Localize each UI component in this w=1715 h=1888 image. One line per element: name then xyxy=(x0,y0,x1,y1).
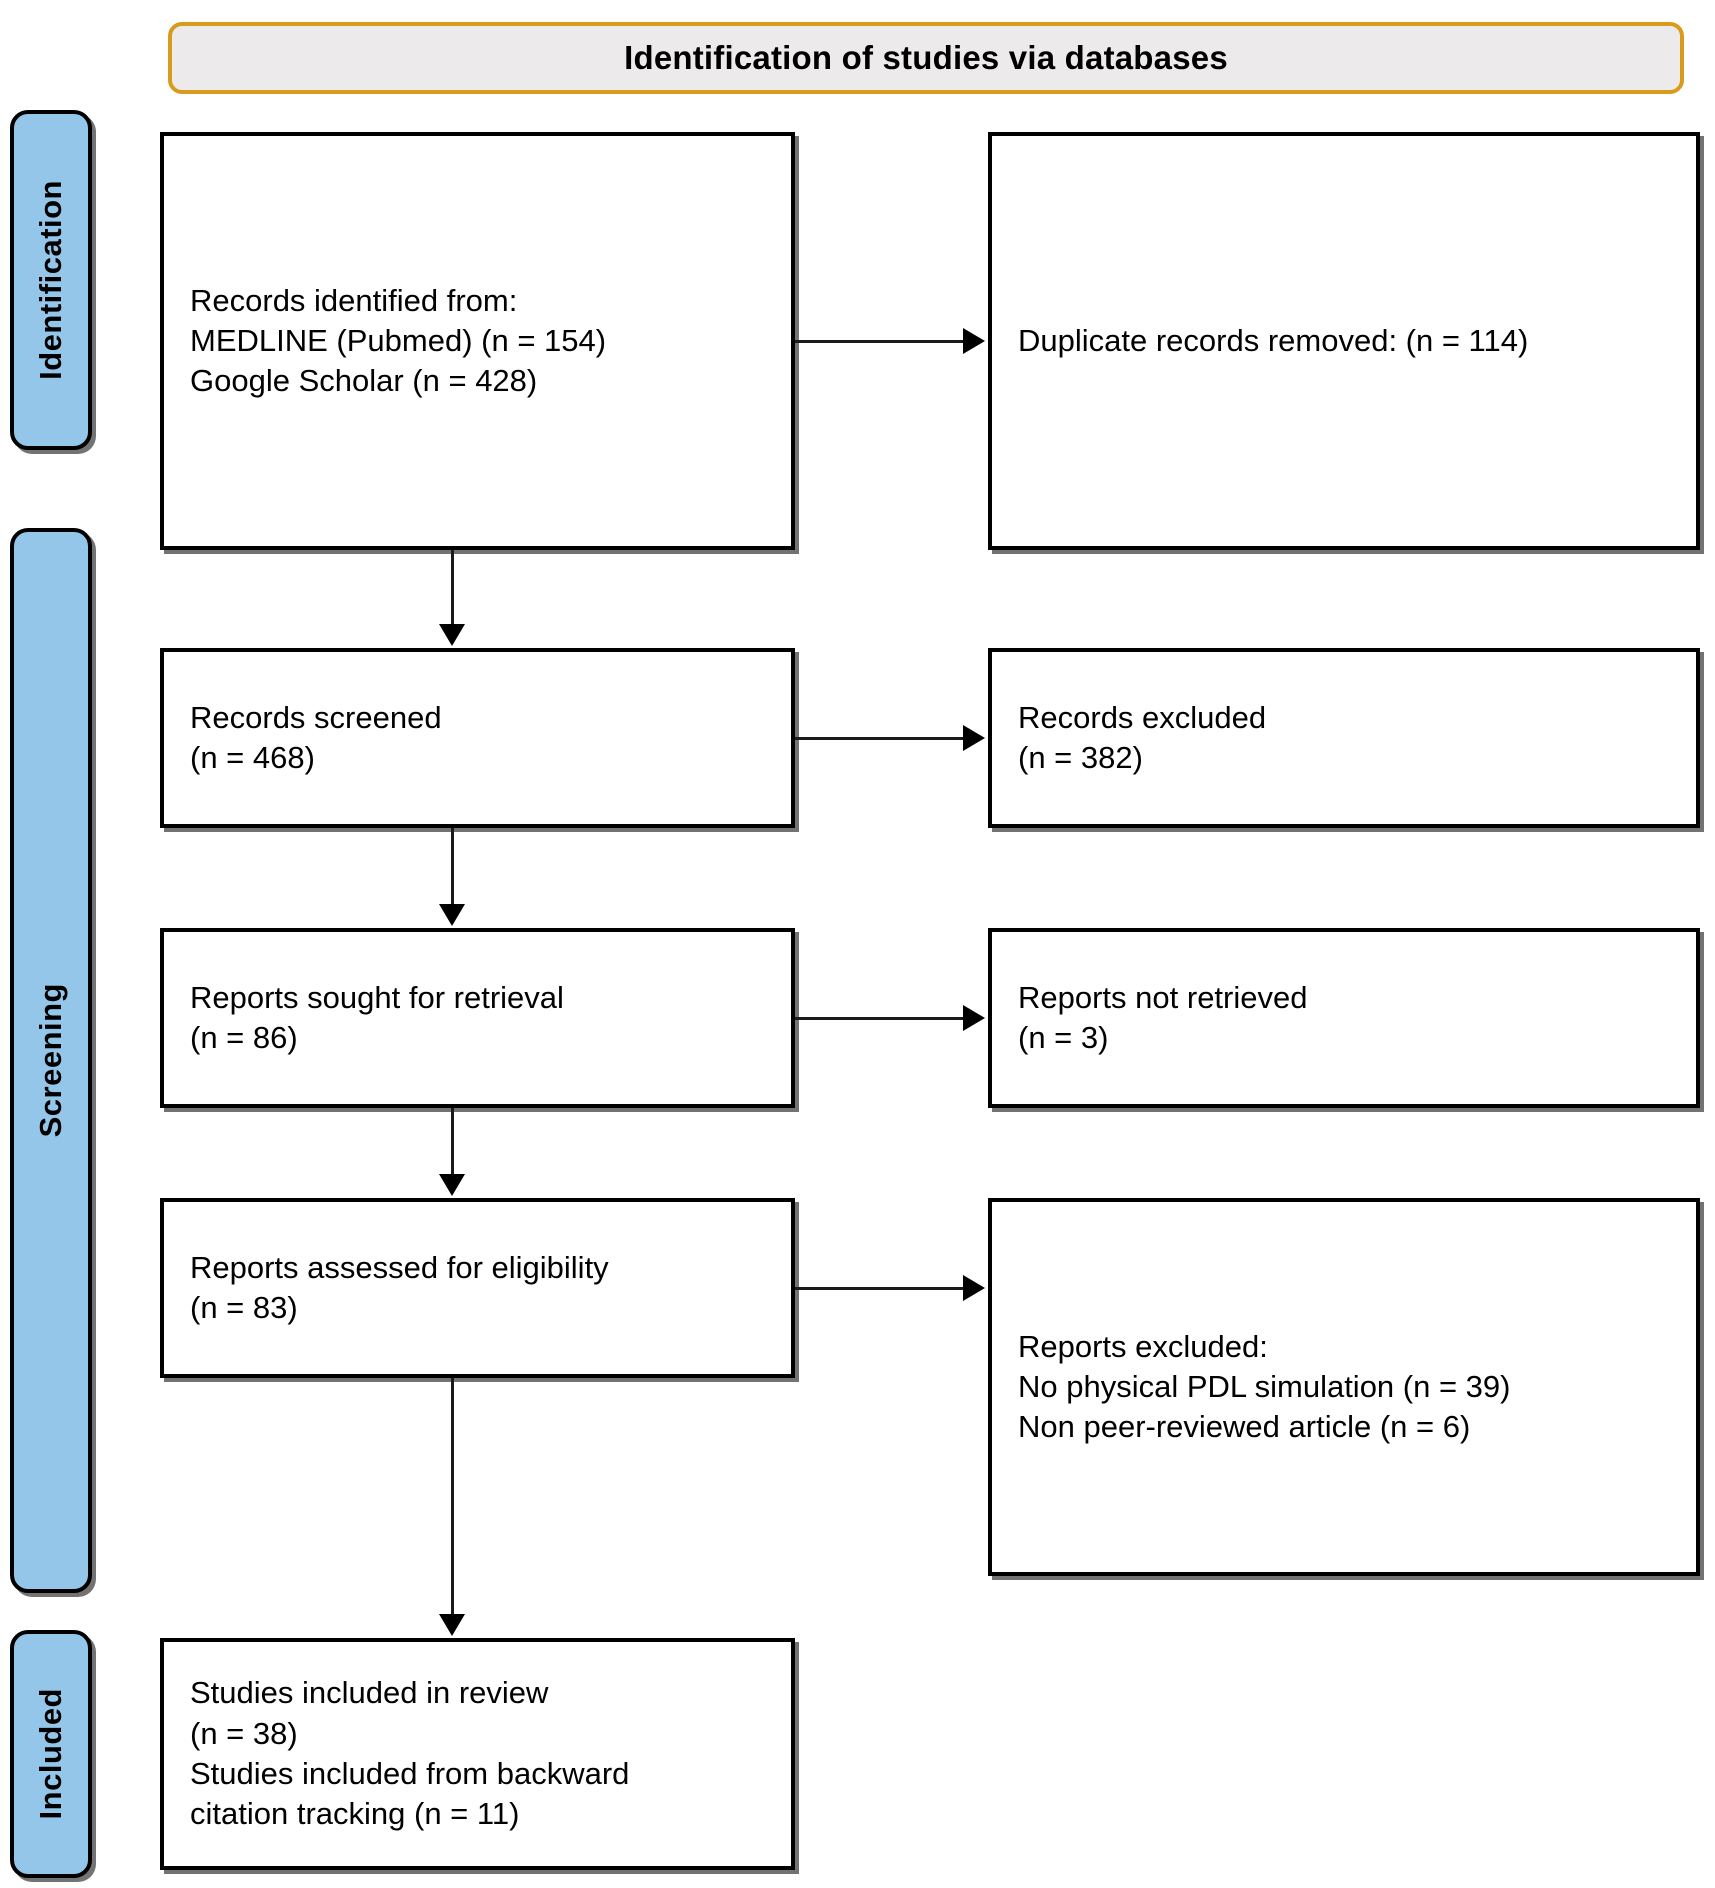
connector-screened-to-sought-line xyxy=(451,828,454,906)
connector-assessed-to-excluded-reports-arrow xyxy=(963,1275,985,1301)
box-studies-included-text: Studies included in review (n = 38) Stud… xyxy=(190,1675,630,1832)
connector-screened-to-excluded-arrow xyxy=(963,725,985,751)
box-duplicate-records-removed: Duplicate records removed: (n = 114) xyxy=(988,132,1700,550)
stage-label-included-text: Included xyxy=(33,1688,68,1820)
stage-label-included: Included xyxy=(10,1630,92,1878)
box-reports-not-retrieved: Reports not retrieved (n = 3) xyxy=(988,928,1700,1108)
connector-identified-to-duplicates-arrow xyxy=(963,328,985,354)
box-records-screened: Records screened (n = 468) xyxy=(160,648,795,828)
connector-identified-to-screened-arrow xyxy=(439,624,465,646)
box-records-excluded-text: Records excluded (n = 382) xyxy=(1018,699,1267,775)
connector-sought-to-not-retrieved-line xyxy=(795,1017,965,1020)
connector-sought-to-not-retrieved-arrow xyxy=(963,1005,985,1031)
stage-label-identification-text: Identification xyxy=(33,180,68,380)
connector-assessed-to-included-arrow xyxy=(439,1614,465,1636)
box-records-identified-text: Records identified from: MEDLINE (Pubmed… xyxy=(190,282,607,399)
connector-sought-to-assessed-line xyxy=(451,1108,454,1176)
stage-label-identification: Identification xyxy=(10,110,92,450)
connector-screened-to-sought-arrow xyxy=(439,904,465,926)
box-reports-excluded: Reports excluded: No physical PDL simula… xyxy=(988,1198,1700,1576)
box-reports-assessed-for-eligibility: Reports assessed for eligibility (n = 83… xyxy=(160,1198,795,1378)
box-duplicate-records-removed-text: Duplicate records removed: (n = 114) xyxy=(1018,322,1529,358)
box-reports-sought-for-retrieval: Reports sought for retrieval (n = 86) xyxy=(160,928,795,1108)
stage-label-screening-text: Screening xyxy=(33,983,68,1138)
connector-identified-to-screened-line xyxy=(451,550,454,626)
connector-screened-to-excluded-line xyxy=(795,737,965,740)
banner-title: Identification of studies via databases xyxy=(624,39,1228,76)
box-records-excluded: Records excluded (n = 382) xyxy=(988,648,1700,828)
box-reports-assessed-for-eligibility-text: Reports assessed for eligibility (n = 83… xyxy=(190,1249,609,1325)
connector-assessed-to-included-line xyxy=(451,1378,454,1616)
box-studies-included: Studies included in review (n = 38) Stud… xyxy=(160,1638,795,1870)
stage-label-screening: Screening xyxy=(10,528,92,1593)
connector-sought-to-assessed-arrow xyxy=(439,1174,465,1196)
box-records-identified: Records identified from: MEDLINE (Pubmed… xyxy=(160,132,795,550)
box-reports-excluded-text: Reports excluded: No physical PDL simula… xyxy=(1018,1328,1511,1445)
box-records-screened-text: Records screened (n = 468) xyxy=(190,699,442,775)
banner-identification-via-databases: Identification of studies via databases xyxy=(168,22,1684,94)
connector-assessed-to-excluded-reports-line xyxy=(795,1287,965,1290)
box-reports-sought-for-retrieval-text: Reports sought for retrieval (n = 86) xyxy=(190,979,564,1055)
box-reports-not-retrieved-text: Reports not retrieved (n = 3) xyxy=(1018,979,1308,1055)
connector-identified-to-duplicates-line xyxy=(795,340,965,343)
